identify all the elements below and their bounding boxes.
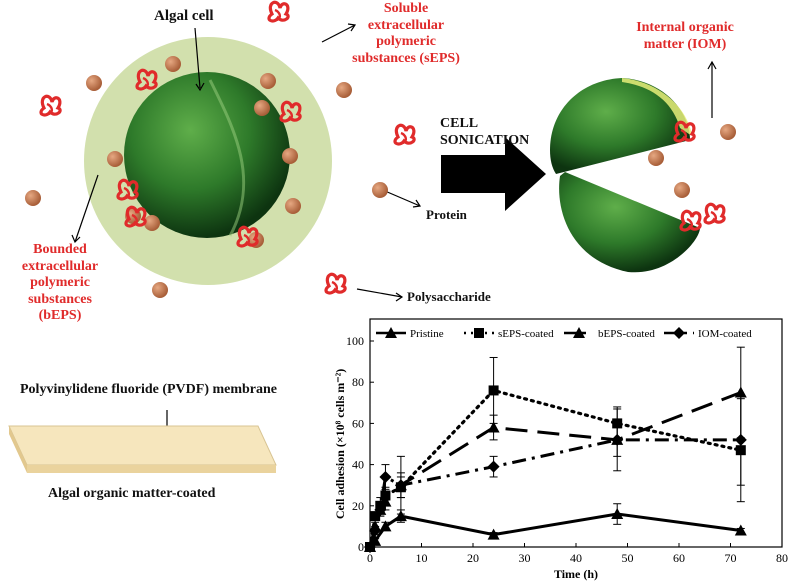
series-line xyxy=(368,512,741,548)
data-point xyxy=(394,510,407,522)
x-tick-label: 80 xyxy=(776,551,788,565)
data-point xyxy=(369,524,382,537)
x-tick-label: 30 xyxy=(519,551,531,565)
protein-particle xyxy=(282,148,298,164)
x-tick-label: 50 xyxy=(622,551,634,565)
aom-coated-label: Algal organic matter-coated xyxy=(48,486,216,501)
protein-particle xyxy=(144,215,160,231)
data-point xyxy=(370,511,381,522)
sonication-arrow xyxy=(441,137,546,211)
chart-legend: Pristine sEPS-coated bEPS-coated IOM-coated xyxy=(372,324,784,345)
beps-label: Bounded extracellular polymeric substanc… xyxy=(21,242,99,324)
data-point xyxy=(734,433,747,446)
protein-particle xyxy=(372,182,388,198)
protein-label: Protein xyxy=(426,207,467,222)
data-point xyxy=(487,528,500,540)
x-tick-label: 60 xyxy=(673,551,685,565)
sonication-label: CELL SONICATION xyxy=(440,116,530,148)
y-tick-label: 40 xyxy=(352,458,364,472)
legend-graphics: Pristine sEPS-coated bEPS-coated IOM-coated xyxy=(376,327,752,340)
protein-particle xyxy=(648,150,664,166)
data-point xyxy=(374,503,387,516)
sonicated-cell-bottom xyxy=(559,172,700,273)
y-tick-label: 80 xyxy=(352,375,364,389)
iom-label: Internal organic matter (IOM) xyxy=(636,20,734,52)
data-point xyxy=(487,460,500,473)
data-point xyxy=(379,520,392,532)
algal-cell-label: Algal cell xyxy=(154,8,214,24)
data-point xyxy=(474,328,484,338)
protein-particle xyxy=(254,100,270,116)
y-tick-label: 0 xyxy=(358,540,364,554)
x-tick-label: 20 xyxy=(467,551,479,565)
data-point xyxy=(379,470,392,483)
protein-particle xyxy=(165,56,181,72)
protein-particle xyxy=(674,182,690,198)
pvdf-membrane-label: Polyvinylidene fluoride (PVDF) membrane xyxy=(20,382,278,397)
seps-label: Soluble extracellular polymeric substanc… xyxy=(352,1,460,66)
legend-label: Pristine xyxy=(410,328,444,340)
protein-particle xyxy=(720,124,736,140)
x-tick-label: 10 xyxy=(416,551,428,565)
x-tick-label: 40 xyxy=(570,551,582,565)
sonicated-cell-top xyxy=(550,78,690,174)
data-point xyxy=(385,327,397,338)
data-point xyxy=(364,541,376,553)
y-tick-label: 100 xyxy=(346,334,364,348)
legend-label: sEPS-coated xyxy=(498,328,554,340)
protein-particle xyxy=(86,75,102,91)
pvdf-membrane xyxy=(8,425,277,473)
algal-cell xyxy=(124,72,290,238)
data-point xyxy=(573,327,585,338)
x-tick-label: 0 xyxy=(367,551,373,565)
protein-particle xyxy=(336,82,352,98)
series-pristine xyxy=(364,503,747,552)
y-tick-label: 60 xyxy=(352,416,364,430)
plot-frame xyxy=(369,318,783,548)
polysaccharide-label: Polysaccharide xyxy=(407,289,491,304)
data-point xyxy=(488,385,499,396)
protein-particle xyxy=(25,190,41,206)
data-point xyxy=(734,524,747,536)
data-point xyxy=(611,508,624,520)
protein-particle xyxy=(260,73,276,89)
data-point xyxy=(673,327,685,339)
y-tick-label: 20 xyxy=(352,499,364,513)
data-point xyxy=(611,433,624,446)
protein-particle xyxy=(107,151,123,167)
data-point xyxy=(394,479,407,492)
legend-label: IOM-coated xyxy=(698,328,752,340)
series-iom-coated xyxy=(364,394,747,553)
legend-label: bEPS-coated xyxy=(598,328,655,340)
protein-particle xyxy=(285,198,301,214)
y-axis-label: Cell adhesion (×10⁸ cells m⁻²) xyxy=(333,369,347,519)
data-point xyxy=(487,421,500,433)
series-line xyxy=(368,438,741,548)
protein-particle xyxy=(152,282,168,298)
x-axis-label: Time (h) xyxy=(554,567,598,581)
x-tick-label: 70 xyxy=(725,551,737,565)
series-line xyxy=(368,388,743,549)
